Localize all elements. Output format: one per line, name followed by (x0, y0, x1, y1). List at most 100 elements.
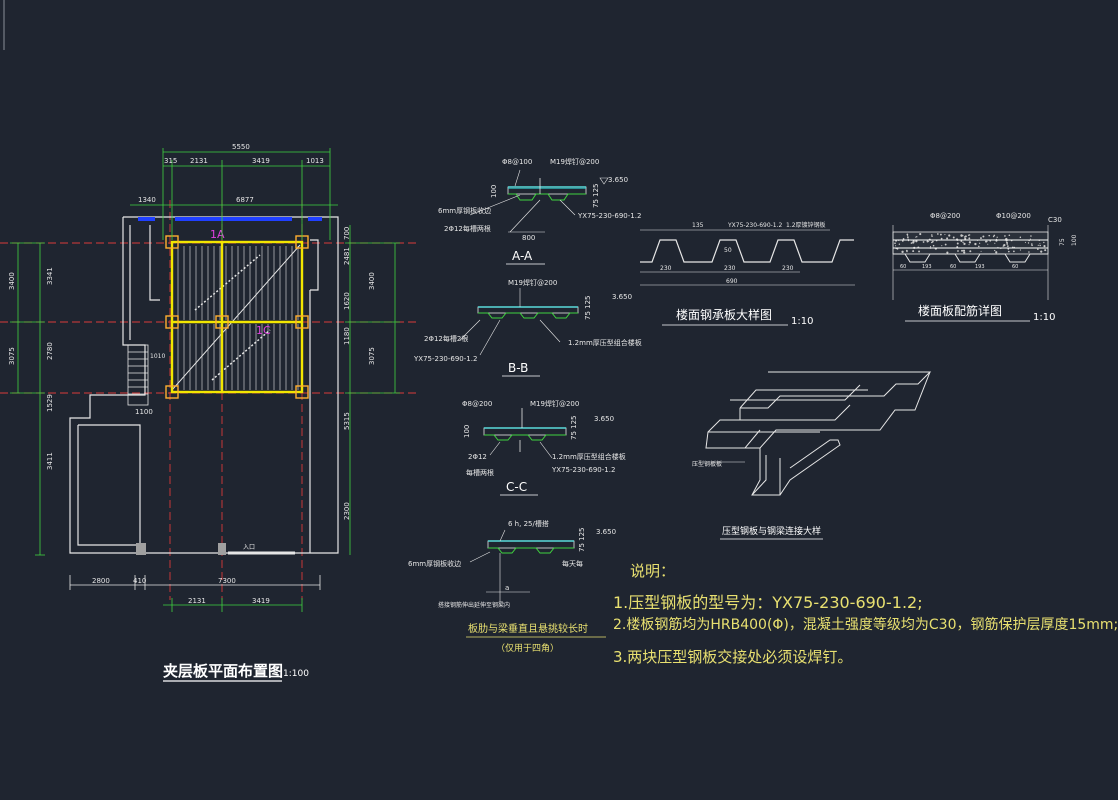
deck-dim-1: 230 (660, 265, 672, 272)
concrete-aggregate (906, 234, 909, 236)
dim-bottom2-1: 2131 (188, 597, 206, 605)
concrete-aggregate (964, 236, 966, 238)
dd-dim-a: a (505, 584, 509, 592)
stairs (127, 344, 149, 406)
concrete-aggregate (926, 240, 929, 243)
bb-label-right: 1.2mm厚压型组合楼板 (568, 338, 642, 347)
deck-dim-2: 230 (724, 265, 736, 272)
concrete-aggregate (962, 241, 964, 244)
rebar-dim-v1: 75 (1059, 238, 1066, 246)
bb-level: 3.650 (612, 293, 632, 301)
bb-title: B-B (508, 361, 528, 375)
dim-left-small: 1340 (138, 196, 156, 204)
connection-detail-title: 压型钢板与钢梁连接大样 (722, 525, 821, 537)
concrete-aggregate (1030, 235, 1032, 237)
dim-upper: 6877 (236, 196, 254, 204)
concrete-aggregate (967, 234, 970, 236)
concrete-aggregate (915, 240, 918, 243)
dim-bottom2-2: 3419 (252, 597, 270, 605)
concrete-aggregate (1006, 241, 1008, 244)
concrete-aggregate (963, 249, 966, 252)
aa-label-left-2: 2Φ12每槽两根 (444, 224, 491, 233)
section-bb: M19焊钉@200 2Φ12每槽2根 YX75-230-690-1.2 1.2m… (413, 278, 642, 377)
concrete-aggregate (969, 241, 971, 244)
concrete-aggregate (987, 243, 989, 245)
notes-line-3: 3.两块压型钢板交接处必须设焊钉。 (613, 648, 853, 666)
rebar-dim-2: 193 (922, 264, 932, 270)
deck-beam-connection-detail (705, 371, 932, 496)
rebar-dim-v2: 100 (1071, 234, 1078, 246)
bb-dim-v: 75 125 (584, 296, 592, 321)
concrete-aggregate (1039, 243, 1041, 245)
concrete-aggregate (946, 251, 949, 254)
concrete-aggregate (1024, 241, 1027, 243)
concrete-aggregate (995, 251, 998, 254)
concrete-aggregate (922, 241, 925, 243)
rebar-dim-1: 60 (900, 264, 906, 270)
concrete-aggregate (1003, 244, 1006, 247)
dim-right-inner-5: 5315 (343, 412, 351, 430)
dim-bottom-1: 2800 (92, 577, 110, 585)
concrete-aggregate (960, 234, 963, 237)
dd-label-left: 6mm厚钢板收边 (408, 559, 461, 568)
column-1 (136, 543, 146, 555)
concrete-aggregate (939, 233, 942, 236)
concrete-aggregate (1013, 250, 1015, 253)
concrete-aggregate (996, 236, 998, 238)
section-mark-c: 1C (256, 324, 271, 337)
deck-dim-135: 135 (692, 222, 704, 229)
concrete-aggregate (1043, 245, 1046, 248)
concrete-aggregate (941, 245, 943, 247)
concrete-aggregate (982, 235, 985, 238)
concrete-aggregate (1006, 245, 1009, 248)
dim-left-inner-1: 3341 (46, 267, 54, 285)
concrete-aggregate (932, 244, 935, 247)
concrete-aggregate (978, 242, 981, 244)
cad-drawing-canvas: 1A 1C 1010 1100 入口 (0, 0, 1078, 682)
aa-label-top-right: M19焊钉@200 (550, 157, 599, 166)
concrete-aggregate (994, 249, 996, 252)
notes-line-2: 2.楼板钢筋均为HRB400(Φ)，混凝土强度等级均为C30，钢筋保护层厚度15… (613, 617, 1118, 633)
concrete-aggregate (956, 242, 959, 245)
opening-diagonal (171, 244, 301, 391)
rebar-detail-scale: 1:10 (1033, 312, 1055, 323)
concrete-aggregate (910, 242, 913, 244)
concrete-aggregate (964, 237, 967, 240)
deck-dim-50: 50 (724, 247, 732, 254)
rebar-c30: C30 (1048, 216, 1062, 224)
dd-caption-2: （仅用于四角） (496, 642, 559, 654)
concrete-aggregate (1039, 244, 1041, 247)
concrete-aggregate (956, 245, 959, 248)
dim-overall: 5550 (232, 143, 250, 151)
dim-top-4: 1013 (306, 157, 324, 165)
rebar-dim-4: 193 (975, 264, 985, 270)
steel-beams (170, 240, 304, 394)
aa-dim-bottom: 800 (522, 234, 535, 242)
dim-bottom-3: 7300 (218, 577, 236, 585)
rebar-label-right: Φ10@200 (996, 212, 1031, 220)
concrete-aggregate (1028, 251, 1030, 253)
dim-right-outer-2: 3075 (368, 347, 376, 365)
aa-dim-h: 100 (490, 185, 498, 198)
dim-top-2: 2131 (190, 157, 208, 165)
concrete-aggregate (968, 237, 971, 240)
concrete-aggregate (993, 234, 996, 237)
concrete-aggregate (968, 244, 970, 246)
concrete-aggregate (1031, 244, 1033, 247)
dim-right-inner-3: 1620 (343, 292, 351, 310)
concrete-aggregate (952, 236, 955, 239)
concrete-aggregate (1006, 243, 1009, 245)
concrete-aggregate (980, 250, 982, 252)
concrete-aggregate (1004, 235, 1006, 237)
plan-title: 夹层板平面布置图 (163, 662, 283, 680)
concrete-speckle (894, 232, 1047, 254)
stair-dimension: 1100 (135, 408, 153, 416)
connection-label-left: 压型钢板板 (692, 460, 722, 468)
aa-label-left-1: 6mm厚钢板收边 (438, 206, 491, 215)
stair-label: 1010 (150, 353, 165, 360)
dim-left-inner-3: 1529 (46, 394, 54, 412)
section-cantilever: 6 h, 25/槽搭 6mm厚钢板收边 每天每 3.650 75 125 a 搭… (408, 519, 616, 654)
concrete-aggregate (937, 233, 939, 235)
concrete-aggregate (896, 248, 899, 250)
deck-profile-detail: 135 YX75-230-690-1.2 1.2厚镀锌钢板 50 230 230… (640, 221, 855, 327)
